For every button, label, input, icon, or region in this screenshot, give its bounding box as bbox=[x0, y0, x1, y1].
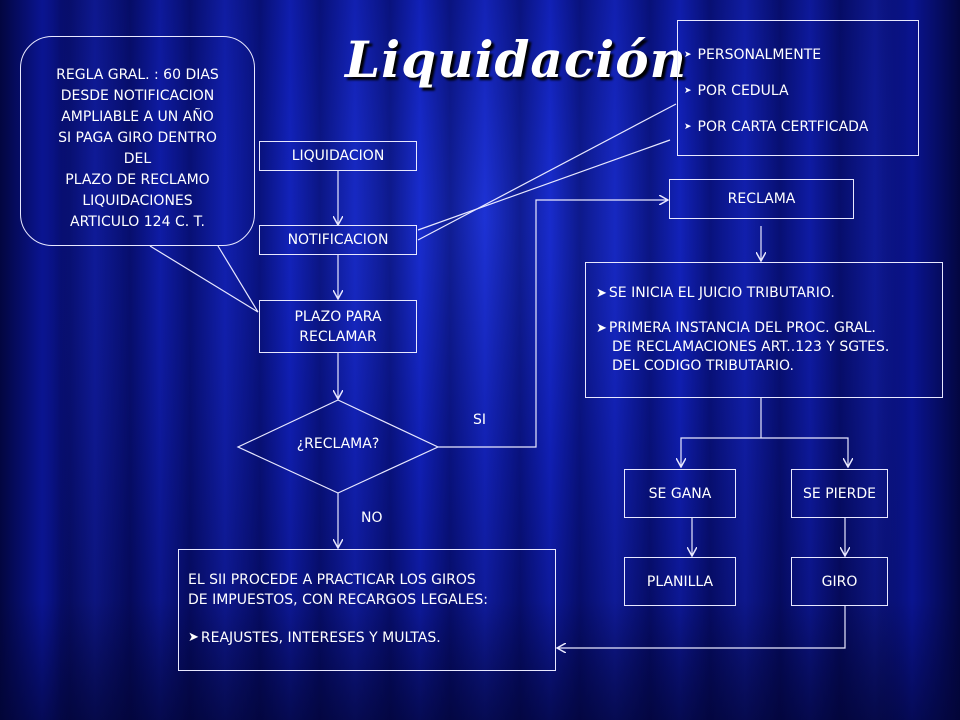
node-notificacion: NOTIFICACION bbox=[259, 225, 417, 255]
callout-line: DESDE NOTIFICACION bbox=[60, 88, 215, 104]
method-item: ➤ POR CEDULA bbox=[684, 83, 789, 99]
arrow-bullet-icon: ➤ bbox=[596, 286, 607, 301]
edge-label-yes: SI bbox=[473, 412, 487, 428]
arrow-bullet-icon: ➤ bbox=[684, 86, 692, 96]
node-se-gana: SE GANA bbox=[624, 469, 736, 518]
callout-line: LIQUIDACIONES bbox=[82, 193, 193, 209]
callout-tail bbox=[149, 245, 259, 313]
arrow-bullet-icon: ➤ bbox=[596, 321, 607, 336]
juicio-item-cont: DE RECLAMACIONES ART..123 Y SGTES. bbox=[612, 339, 890, 355]
sii-line-1: EL SII PROCEDE A PRACTICAR LOS GIROS bbox=[188, 572, 476, 588]
notification-methods-box: ➤ PERSONALMENTE ➤ POR CEDULA ➤ POR CARTA… bbox=[677, 20, 919, 156]
sii-item: ➤ REAJUSTES, INTERESES Y MULTAS. bbox=[188, 630, 441, 646]
juicio-item-cont: DEL CODIGO TRIBUTARIO. bbox=[612, 358, 794, 374]
decision-label: ¿RECLAMA? bbox=[296, 436, 380, 452]
callout-line: DEL bbox=[123, 151, 152, 167]
arrow-decision-reclama bbox=[438, 200, 667, 448]
node-liquidacion: LIQUIDACION bbox=[259, 141, 417, 171]
arrow-bullet-icon: ➤ bbox=[684, 122, 692, 132]
arrow-giro-sii bbox=[558, 606, 846, 648]
node-plazo-reclamar: PLAZO PARA RECLAMAR bbox=[259, 300, 417, 353]
juicio-box: ➤ SE INICIA EL JUICIO TRIBUTARIO. ➤ PRIM… bbox=[585, 262, 943, 398]
arrow-juicio-se-pierde bbox=[761, 437, 848, 466]
decision-diamond bbox=[236, 399, 440, 494]
callout-line: AMPLIABLE A UN AÑO bbox=[61, 109, 214, 125]
notif-to-list-line-2 bbox=[417, 103, 677, 241]
method-item: ➤ PERSONALMENTE bbox=[684, 47, 822, 63]
node-planilla: PLANILLA bbox=[624, 557, 736, 606]
rule-callout: REGLA GRAL. : 60 DIAS DESDE NOTIFICACION… bbox=[20, 36, 255, 246]
callout-line: PLAZO DE RECLAMO bbox=[65, 172, 210, 188]
edge-label-no: NO bbox=[361, 510, 383, 526]
node-giro: GIRO bbox=[791, 557, 888, 606]
notif-to-list-line-1 bbox=[417, 139, 671, 231]
arrow-juicio-se-gana bbox=[681, 437, 761, 466]
callout-line: ARTICULO 124 C. T. bbox=[70, 214, 205, 230]
node-reclama: RECLAMA bbox=[669, 179, 854, 219]
arrow-bullet-icon: ➤ bbox=[188, 630, 199, 645]
plazo-line-1: PLAZO PARA bbox=[294, 308, 382, 325]
node-se-pierde: SE PIERDE bbox=[791, 469, 888, 518]
method-item: ➤ POR CARTA CERTFICADA bbox=[684, 119, 869, 135]
sii-line-2: DE IMPUESTOS, CON RECARGOS LEGALES: bbox=[188, 592, 488, 608]
slide-title: Liquidación bbox=[345, 30, 687, 89]
juicio-item: ➤ PRIMERA INSTANCIA DEL PROC. GRAL. bbox=[596, 320, 876, 336]
arrow-bullet-icon: ➤ bbox=[684, 50, 692, 60]
callout-line: SI PAGA GIRO DENTRO bbox=[58, 130, 217, 146]
plazo-line-2: RECLAMAR bbox=[299, 328, 377, 345]
juicio-item: ➤ SE INICIA EL JUICIO TRIBUTARIO. bbox=[596, 285, 835, 301]
sii-procedure-box: EL SII PROCEDE A PRACTICAR LOS GIROS DE … bbox=[178, 549, 556, 671]
callout-line: REGLA GRAL. : 60 DIAS bbox=[56, 67, 219, 83]
